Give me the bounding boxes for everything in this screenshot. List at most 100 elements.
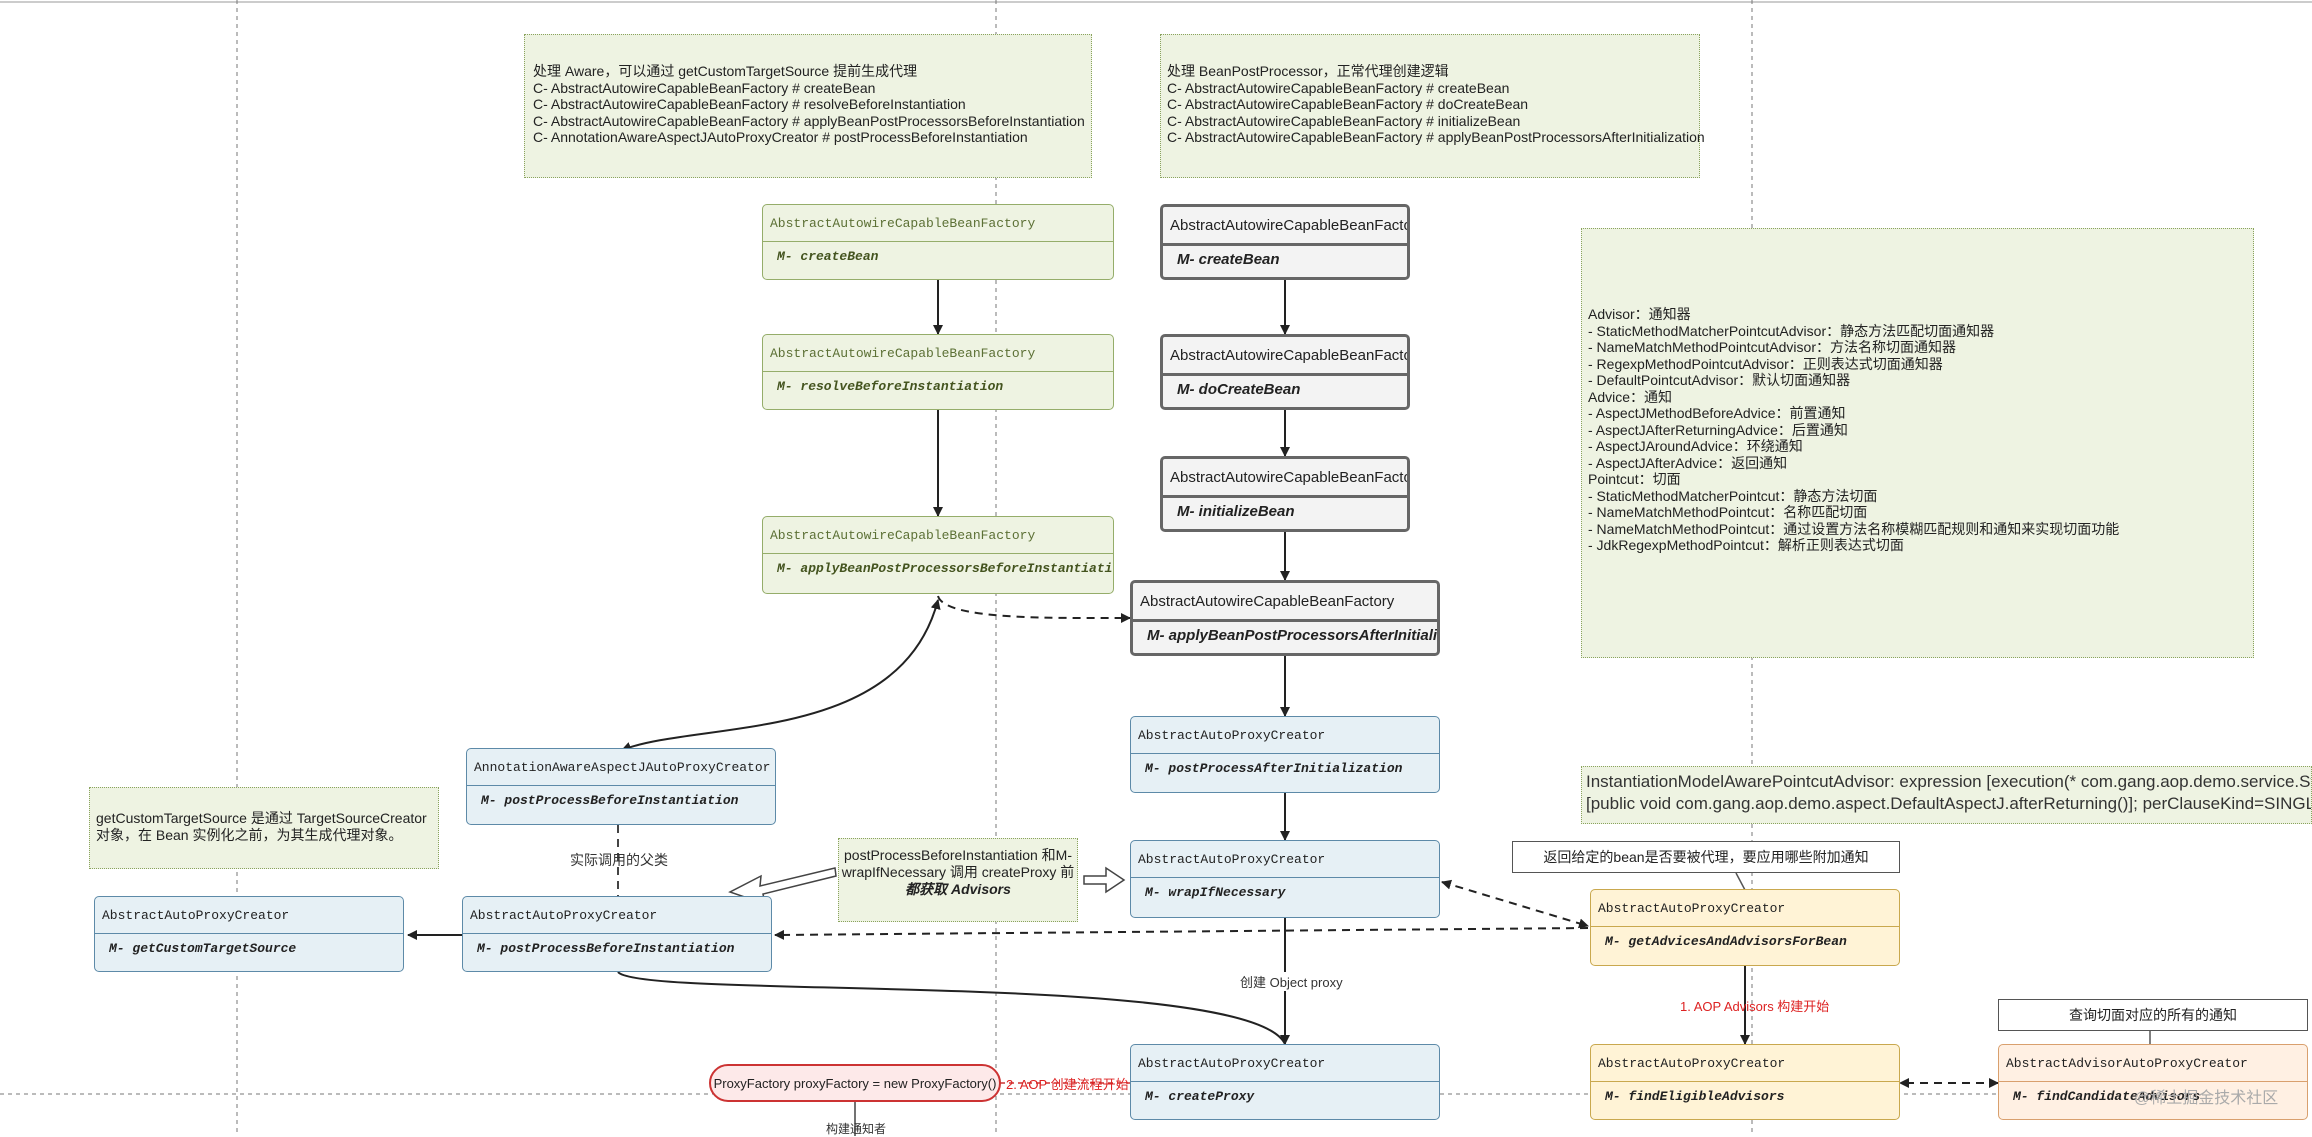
note-advisor-line-16: - NameMatchMethodPointcut：通过设置方法名称模糊匹配规则… [1588, 520, 2120, 537]
label-build-notifier: 构建通知者 [826, 1122, 887, 1136]
class-label: AbstractAutoProxyCreator [1598, 1055, 1786, 1071]
note-aware-line-5: C- AnnotationAwareAspectJAutoProxyCreato… [533, 129, 1028, 145]
note-bpp-line-5: C- AbstractAutowireCapableBeanFactory # … [1167, 129, 1705, 145]
class-label: AbstractAutoProxyCreator [1138, 727, 1326, 743]
note-aware: 处理 Aware，可以通过 getCustomTargetSource 提前生成… [524, 34, 1092, 178]
note-advisor-line-10: - AspectJAroundAdvice：环绕通知 [1588, 438, 1803, 454]
callout-advice-question: 返回给定的bean是否要被代理，要应用哪些附加通知 [1512, 841, 1900, 873]
box-b2-wrap-if-necessary[interactable]: AbstractAutoProxyCreator M- wrapIfNecess… [1130, 840, 1440, 918]
box-a3-get-custom-target-source[interactable]: AbstractAutoProxyCreator M- getCustomTar… [94, 896, 404, 972]
arrow-a1-g3 [621, 599, 941, 752]
box-a2-post-process-before-instantiation[interactable]: AbstractAutoProxyCreator M- postProcessB… [462, 896, 772, 972]
class-label: AbstractAutowireCapableBeanFactory [1140, 592, 1395, 610]
note-bpp: 处理 BeanPostProcessor，正常代理创建逻辑 C- Abstrac… [1160, 34, 1705, 178]
box-g2-resolve-before-instantiation[interactable]: AbstractAutowireCapableBeanFactory M- re… [762, 334, 1114, 410]
method-label: M- createProxy [1131, 1081, 1439, 1111]
note-aware-line-1: 处理 Aware，可以通过 getCustomTargetSource 提前生成… [533, 63, 918, 79]
note-bpp-line-4: C- AbstractAutowireCapableBeanFactory # … [1167, 112, 1521, 129]
method-label: M- initializeBean [1163, 495, 1407, 525]
method-label: M- findCandidateAdvisors [1999, 1081, 2307, 1111]
note-inst-line-2: [public void com.gang.aop.demo.aspect.De… [1586, 794, 2312, 813]
box-y1-get-advices-and-advisors[interactable]: AbstractAutoProxyCreator M- getAdvicesAn… [1590, 889, 1900, 966]
class-label: AbstractAutowireCapableBeanFactory [1170, 468, 1410, 486]
box-b1-post-process-after-initialization[interactable]: AbstractAutoProxyCreator M- postProcessA… [1130, 716, 1440, 793]
box-g1-create-bean[interactable]: AbstractAutowireCapableBeanFactory M- cr… [762, 204, 1114, 280]
box-r1-create-bean[interactable]: AbstractAutowireCapableBeanFactory M- cr… [1160, 204, 1410, 280]
class-label: AbstractAutoProxyCreator [470, 907, 658, 923]
method-label: M- postProcessAfterInitialization [1131, 753, 1439, 783]
class-label: AbstractAutowireCapableBeanFactory [770, 527, 1036, 543]
class-label: AbstractAutoProxyCreator [1138, 1055, 1326, 1071]
method-label: M- createBean [1163, 243, 1407, 273]
note-advisor-line-13: Pointcut：切面 [1588, 471, 1681, 487]
note-advisor-line-3: - NameMatchMethodPointcutAdvisor：方法名称切面通… [1588, 339, 1956, 355]
box-g3-apply-bpp-before-instantiation[interactable]: AbstractAutowireCapableBeanFactory M- ap… [762, 516, 1114, 594]
note-advisors-before-proxy: postProcessBeforeInstantiation 和M- wrapI… [838, 838, 1078, 922]
note-bpp-line-3: C- AbstractAutowireCapableBeanFactory # … [1167, 96, 1529, 112]
note-aware-line-2: C- AbstractAutowireCapableBeanFactory # … [533, 79, 876, 96]
box-r4-apply-bpp-after-initialization[interactable]: AbstractAutowireCapableBeanFactory M- ap… [1130, 580, 1440, 656]
box-o1-find-candidate-advisors[interactable]: AbstractAdvisorAutoProxyCreator M- findC… [1998, 1044, 2308, 1120]
class-label: AbstractAutoProxyCreator [1598, 900, 1786, 916]
method-label: M- getAdvicesAndAdvisorsForBean [1591, 926, 1899, 956]
note-advisor-line-8: - AspectJMethodBeforeAdvice：前置通知 [1588, 405, 1846, 421]
label-aop-advisors-start: 1. AOP Advisors 构建开始 [1680, 999, 1830, 1014]
method-label: M- getCustomTargetSource [95, 933, 403, 963]
note-custom-target-line-2: 对象，在 Bean 实例化之前，为其生成代理对象。 [96, 826, 403, 843]
box-b3-create-proxy[interactable]: AbstractAutoProxyCreator M- createProxy [1130, 1044, 1440, 1120]
watermark-text: @稀土掘金技术社区 [2134, 1090, 2279, 1107]
note-custom-target: getCustomTargetSource 是通过 TargetSourceCr… [89, 787, 439, 869]
method-label: M- applyBeanPostProcessorsBeforeInstanti… [763, 553, 1113, 583]
note-advisor-line-1: Advisor：通知器 [1588, 306, 1691, 322]
note-advisor-line-17: - JdkRegexpMethodPointcut：解析正则表达式切面 [1588, 537, 1904, 553]
class-label: AbstractAutowireCapableBeanFactory [1170, 346, 1410, 364]
class-label: AbstractAdvisorAutoProxyCreator [2006, 1055, 2248, 1071]
method-label: M- doCreateBean [1163, 373, 1407, 403]
note-advisor-line-7: Advice：通知 [1588, 388, 1673, 405]
class-label: AnnotationAwareAspectJAutoProxyCreator [474, 759, 771, 775]
note-bpp-line-2: C- AbstractAutowireCapableBeanFactory # … [1167, 79, 1510, 96]
arrow-g3-r4 [937, 595, 1131, 624]
method-label: M- resolveBeforeInstantiation [763, 371, 1113, 401]
arrow-a2-b3 [617, 971, 1286, 1045]
label-aop-create-start: 2. AOP 创建流程开始 [1006, 1077, 1129, 1092]
class-label: AbstractAutoProxyCreator [102, 907, 290, 923]
method-label: M- postProcessBeforeInstantiation [463, 933, 771, 963]
box-r3-initialize-bean[interactable]: AbstractAutowireCapableBeanFactory M- in… [1160, 456, 1410, 532]
hollow-arrow-right [1083, 866, 1126, 894]
note-advisor: Advisor：通知器 - StaticMethodMatcherPointcu… [1581, 228, 2254, 658]
note-aware-line-4: C- AbstractAutowireCapableBeanFactory # … [533, 112, 1085, 129]
note-advisor-line-5: - DefaultPointcutAdvisor：默认切面通知器 [1588, 372, 1851, 388]
note-bpp-line-1: 处理 BeanPostProcessor，正常代理创建逻辑 [1167, 63, 1449, 79]
callout-pointer-1 [1735, 872, 1746, 891]
note-advisor-line-11: - AspectJAfterAdvice：返回通知 [1588, 454, 1788, 471]
arrow-b2-y1 [1441, 879, 1589, 929]
note-aware-line-3: C- AbstractAutowireCapableBeanFactory # … [533, 96, 966, 112]
label-parent-class: 实际调用的父类 [570, 852, 668, 868]
note-mid-line-2: wrapIfNecessary 调用 createProxy 前 [841, 864, 1075, 880]
proxy-factory-node[interactable]: ProxyFactory proxyFactory = new ProxyFac… [709, 1064, 1001, 1102]
note-mid-line-1: postProcessBeforeInstantiation 和M- [844, 847, 1072, 863]
note-mid-line-3: 都获取 Advisors [905, 881, 1011, 897]
note-advisor-line-14: - StaticMethodMatcherPointcut：静态方法切面 [1588, 487, 1878, 504]
box-a1-annotation-aware-before-instantiation[interactable]: AnnotationAwareAspectJAutoProxyCreator M… [466, 748, 776, 825]
note-advisor-line-9: - AspectJAfterReturningAdvice：后置通知 [1588, 421, 1848, 438]
method-label: M- applyBeanPostProcessorsAfterInitializ… [1133, 619, 1437, 649]
note-instantiation-advisor: InstantiationModelAwarePointcutAdvisor: … [1581, 766, 2312, 824]
arrow-y1-a2 [774, 927, 1589, 940]
note-custom-target-line-1: getCustomTargetSource 是通过 TargetSourceCr… [96, 810, 427, 826]
class-label: AbstractAutoProxyCreator [1138, 851, 1326, 867]
method-label: M- findEligibleAdvisors [1591, 1081, 1899, 1111]
class-label: AbstractAutowireCapableBeanFactory [770, 215, 1036, 231]
box-y2-find-eligible-advisors[interactable]: AbstractAutoProxyCreator M- findEligible… [1590, 1044, 1900, 1120]
method-label: M- wrapIfNecessary [1131, 877, 1439, 907]
note-inst-line-1: InstantiationModelAwarePointcutAdvisor: … [1586, 772, 2311, 791]
label-create-object-proxy: 创建 Object proxy [1240, 972, 1343, 991]
class-label: AbstractAutowireCapableBeanFactory [770, 345, 1036, 361]
class-label: AbstractAutowireCapableBeanFactory [1170, 216, 1410, 234]
box-r2-do-create-bean[interactable]: AbstractAutowireCapableBeanFactory M- do… [1160, 334, 1410, 410]
callout-query-all-advisors: 查询切面对应的所有的通知 [1998, 999, 2308, 1031]
note-advisor-line-4: - RegexpMethodPointcutAdvisor：正则表达式切面通知器 [1588, 355, 1943, 372]
method-label: M- createBean [763, 241, 1113, 271]
